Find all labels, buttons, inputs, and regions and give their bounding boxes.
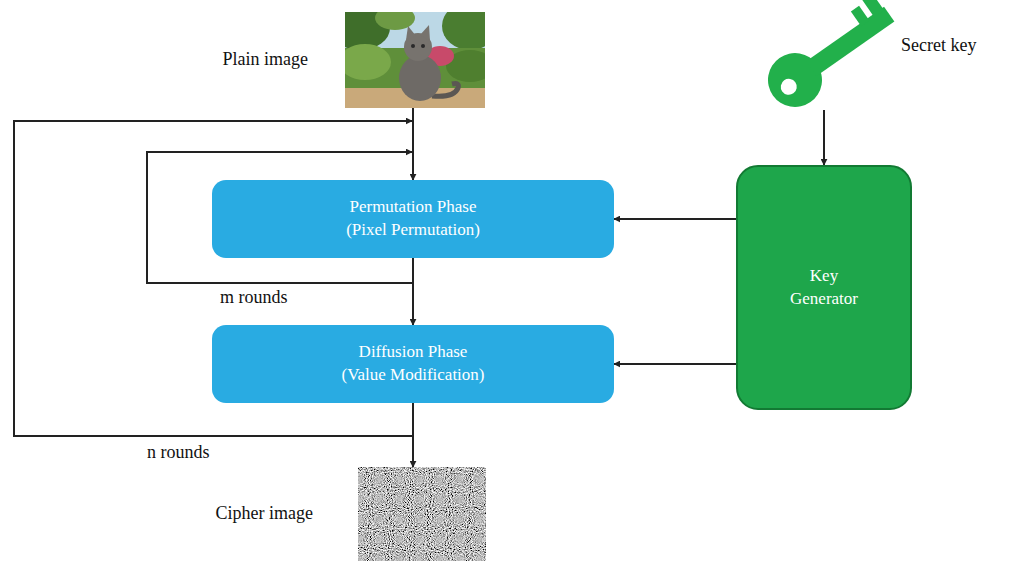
arrow-connector	[412, 258, 414, 325]
loop-label: n rounds	[145, 442, 212, 464]
box-title: Diffusion Phase	[359, 341, 468, 364]
image-node: Cipher image	[358, 467, 486, 561]
arrow-connector	[614, 218, 736, 220]
process-box: Diffusion Phase(Value Modification)	[212, 325, 614, 403]
key-icon	[757, 0, 905, 118]
key-node: Secret key	[765, 12, 895, 110]
plain-photo	[345, 12, 485, 108]
image-node: Plain image	[345, 12, 485, 108]
generator-box: Key Generator	[736, 165, 912, 410]
image-label: Secret key	[901, 35, 976, 57]
cipher-noise	[358, 467, 486, 561]
box-title: Key Generator	[774, 265, 874, 311]
box-title: Permutation Phase	[349, 196, 476, 219]
process-box: Permutation Phase(Pixel Permutation)	[212, 180, 614, 258]
box-subtitle: (Pixel Permutation)	[346, 219, 480, 242]
arrow-connector	[412, 403, 414, 467]
loop-label: m rounds	[218, 287, 290, 309]
arrow-connector	[614, 363, 736, 365]
image-label: Cipher image	[216, 503, 313, 525]
image-label: Plain image	[223, 49, 308, 71]
box-subtitle: (Value Modification)	[341, 364, 484, 387]
arrow-connector	[823, 110, 825, 165]
arrow-connector	[412, 108, 414, 180]
